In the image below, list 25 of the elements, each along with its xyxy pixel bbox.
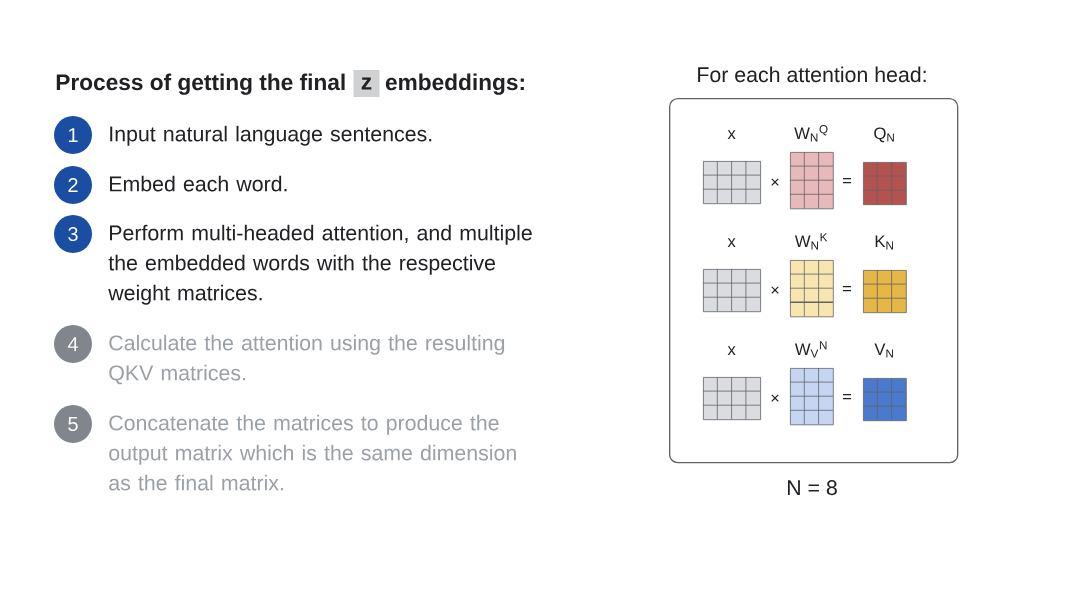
matrix-label: W$_{N}$Q — [794, 125, 828, 142]
step-text: Input natural language sentences. — [110, 125, 432, 146]
equals-sign: = — [842, 285, 852, 292]
heading-text: embeddings: — [385, 73, 524, 95]
multiply-sign: × — [771, 178, 779, 186]
matrix-label: Q$_{N}$ — [874, 127, 894, 143]
multiply-sign: × — [771, 394, 779, 402]
highlight-box: z — [353, 70, 380, 97]
step-text: Perform multi-headed attention, and multiple the embedded words with the respective weight matrices. — [108, 224, 532, 305]
multiply-sign: × — [771, 286, 779, 294]
step-text: Calculate the attention using the resulting QKV matrices. — [109, 334, 505, 385]
matrix-label: V$_{N}$ — [874, 343, 893, 358]
matrix-label: x — [727, 238, 736, 247]
heading-text: Process of getting the final — [56, 73, 345, 95]
caption-text: N = 8 — [788, 480, 837, 496]
matrix-label: K$_{N}$ — [875, 235, 893, 250]
matrix-label: W$_{V}$N — [794, 341, 827, 358]
matrix-label: W$_{N}$K — [794, 233, 828, 250]
matrix-label: x — [727, 346, 736, 355]
panel-heading: For each attention head: — [698, 66, 926, 83]
equals-sign: = — [842, 177, 852, 184]
equals-sign: = — [842, 393, 852, 400]
matrix-label: x — [727, 130, 736, 139]
step-text: Embed each word. — [110, 175, 287, 192]
step-text: Concatenate the matrices to produce the output matrix which is the same dimension as the final matrix. — [109, 414, 516, 491]
